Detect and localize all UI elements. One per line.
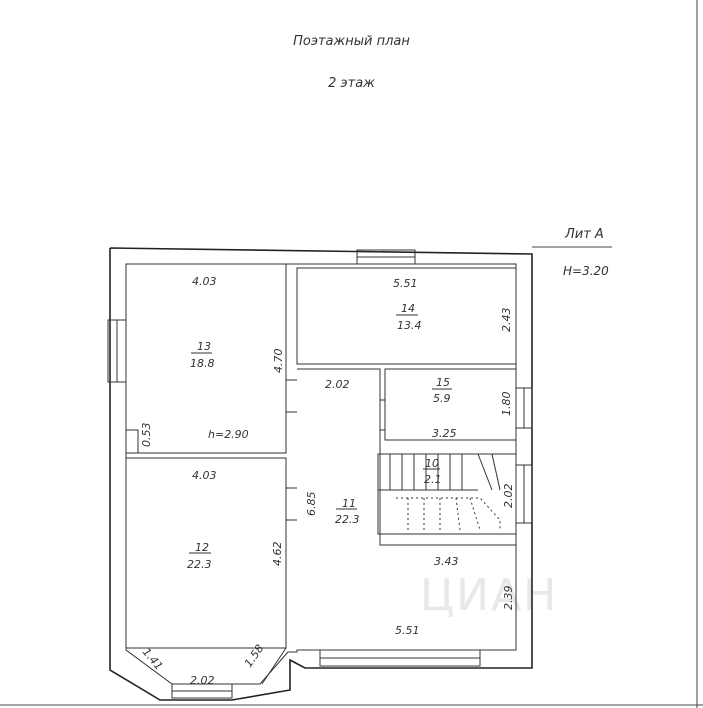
outer-walls [109, 247, 533, 701]
room-13-niche: 0.53 [140, 423, 153, 448]
room-11-width-bottom: 5.51 [395, 624, 420, 637]
room-12-number: 12 [195, 541, 209, 554]
room-11-depth: 6.85 [305, 492, 318, 517]
room-10-depth: 2.02 [502, 484, 515, 509]
room-12-right [261, 458, 287, 685]
building-height: H=3.20 [563, 264, 609, 278]
room-12-bay-front: 2.02 [190, 674, 215, 687]
door-openings [286, 379, 385, 521]
room-13-area: 18.8 [190, 357, 215, 370]
room-11-area: 22.3 [335, 513, 360, 526]
litera-label: Лит А [564, 227, 604, 242]
watermark: ЦИАН [420, 570, 559, 621]
room-15-area: 5.9 [433, 392, 451, 405]
room-10-area: 2.1 [424, 473, 442, 486]
room-14-depth: 2.43 [500, 308, 513, 333]
room-12-bay-right: 1.58 [242, 642, 267, 670]
room-11-width-top: 2.02 [325, 378, 350, 391]
room-12-area: 22.3 [187, 558, 212, 571]
stair-outline [377, 453, 517, 535]
room-13-depth: 4.70 [272, 349, 285, 374]
windows [107, 249, 533, 699]
room-14-number: 14 [401, 302, 415, 315]
room-13-number: 13 [197, 340, 211, 353]
room-12-depth: 4.62 [271, 542, 284, 567]
room-13-niche [126, 429, 139, 453]
room-14-area: 13.4 [397, 319, 422, 332]
room-15-width: 3.25 [432, 427, 457, 440]
room-15-number: 15 [436, 376, 450, 389]
room-13-ceiling: h=2.90 [208, 428, 249, 441]
room-11-width-mid: 3.43 [434, 555, 459, 568]
staircase [377, 453, 517, 535]
room-11-outline [297, 368, 516, 546]
room-13-width: 4.03 [192, 275, 217, 288]
room-12-bay-left: 1.41 [140, 646, 166, 673]
room-10-number: 10 [425, 457, 439, 470]
room-14-width: 5.51 [393, 277, 418, 290]
area-fraction-bars [189, 314, 452, 554]
room-11-number: 11 [342, 497, 356, 510]
room-11-depth-lower: 2.39 [502, 586, 515, 611]
room-14-outline [296, 267, 517, 365]
floor-label: 2 этаж [328, 76, 375, 91]
interior-walls [125, 263, 517, 685]
room-12-width: 4.03 [192, 469, 217, 482]
room-15-depth: 1.80 [500, 392, 513, 417]
plan-title: Поэтажный план [293, 34, 410, 49]
